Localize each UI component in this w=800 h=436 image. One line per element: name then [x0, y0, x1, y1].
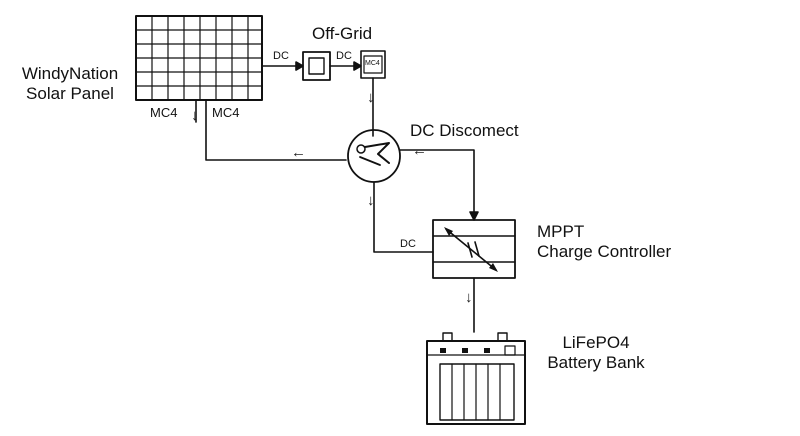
mppt-controller-icon — [432, 219, 516, 279]
solar-panel-label-line2: Solar Panel — [26, 84, 114, 103]
off-grid-box-1 — [302, 51, 331, 81]
disconnect-feed-left-arrow-icon: ← — [412, 142, 427, 159]
mppt-label-line1: MPPT — [537, 222, 585, 241]
mppt-label: MPPT Charge Controller — [537, 222, 671, 262]
solar-panel-label: WindyNation Solar Panel — [14, 64, 126, 104]
mc4-left-label: MC4 — [150, 105, 178, 120]
mppt-label-line2: Charge Controller — [537, 242, 672, 261]
offgrid-down-arrow-icon: ↓ — [367, 89, 375, 106]
dc-label-panel-out: DC — [273, 50, 289, 62]
dc-disconnect-label: DC Discomect — [410, 121, 519, 140]
disconnect-down-arrow-icon: ↓ — [367, 192, 375, 209]
off-grid-title: Off-Grid — [312, 24, 373, 43]
offgrid-link-arrowhead — [353, 61, 362, 71]
mc4-box-label: MC4 — [365, 60, 380, 67]
dc-label-offgrid-link: DC — [336, 50, 352, 62]
solar-panel-icon — [135, 15, 263, 101]
mc4-right-label: MC4 — [212, 105, 240, 120]
solar-panel-label-line1: WindyNation — [21, 64, 119, 83]
disconnect-right-feed-arrowhead — [469, 211, 479, 221]
panel-to-offgrid-arrowhead — [295, 61, 304, 71]
panel-down-arrow-icon: ↓ — [191, 107, 199, 124]
battery-bank-icon — [426, 332, 526, 425]
battery-label: LiFePO4 Battery Bank — [540, 333, 652, 373]
dc-label-controller: DC — [400, 238, 416, 250]
controller-down-arrow-icon: ↓ — [465, 289, 473, 306]
dc-disconnect-icon — [347, 129, 401, 183]
battery-label-line2: Battery Bank — [547, 353, 645, 372]
panel-feed-left-arrow-icon: ← — [291, 144, 306, 161]
disconnect-down-line — [373, 181, 434, 253]
disconnect-right-feed-line — [399, 149, 475, 213]
battery-label-line1: LiFePO4 — [562, 333, 630, 352]
panel-lead-right — [205, 99, 347, 161]
